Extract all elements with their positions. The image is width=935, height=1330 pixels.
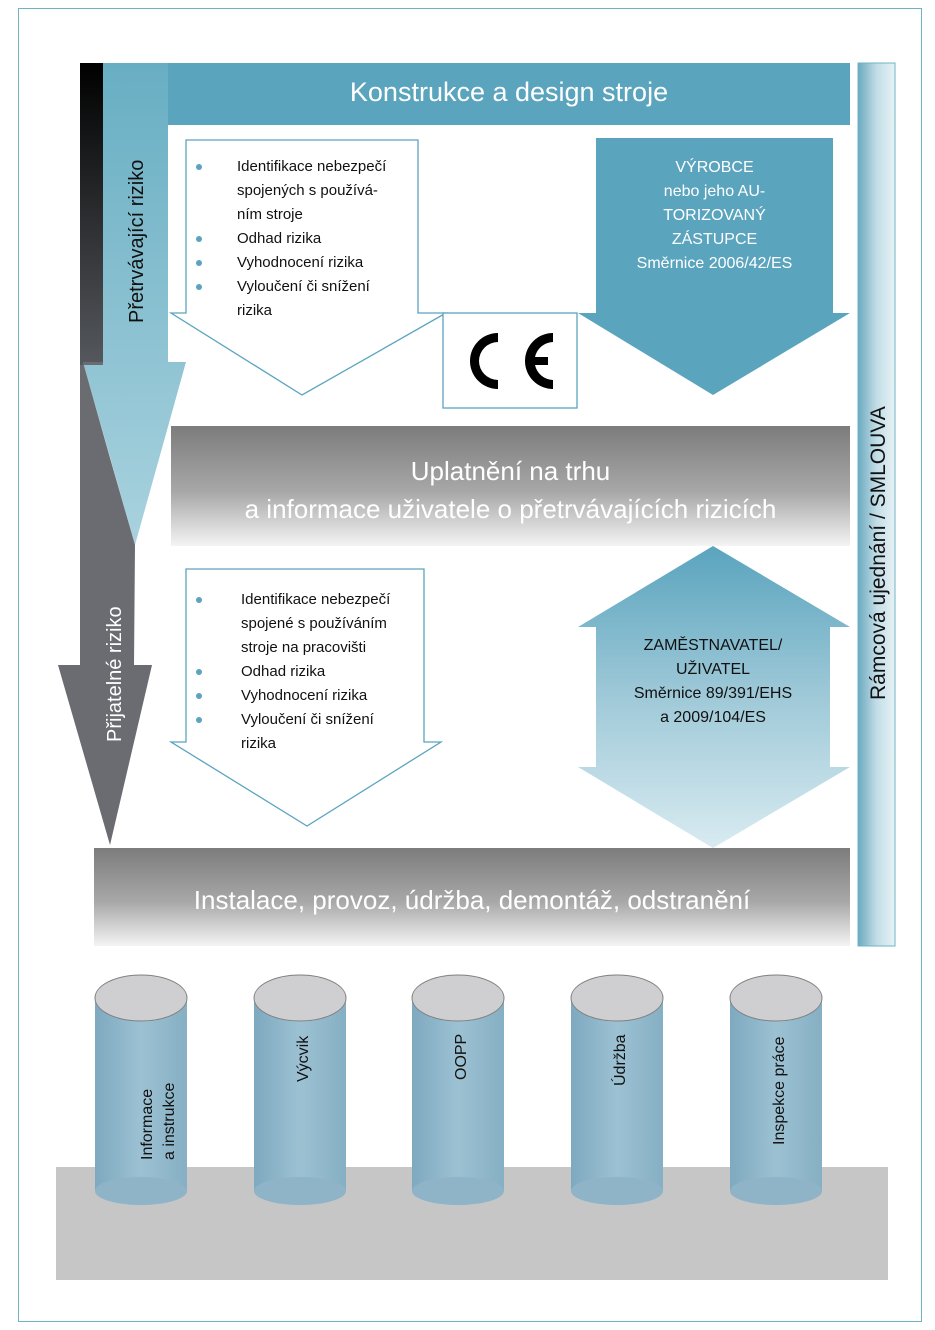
market-bar bbox=[171, 426, 850, 546]
workplace-step-1-line-2: spojené s používáním bbox=[241, 615, 387, 632]
design-step-2: Odhad rizika bbox=[196, 227, 411, 251]
market-bar-line-1: Uplatnění na trhu bbox=[410, 456, 611, 486]
employer-line-3: Směrnice 89/391/EHS bbox=[633, 685, 793, 702]
pillar-3-label: OOPP bbox=[453, 1034, 470, 1080]
manufacturer-line-5: Směrnice 2006/42/ES bbox=[636, 255, 793, 272]
pillar-1 bbox=[94, 974, 188, 1205]
bottom-bar-title: Instalace, provoz, údržba, demontáž, ods… bbox=[193, 885, 751, 915]
design-step-1-line-2: spojených s používá- bbox=[237, 182, 378, 199]
pillar-1-label-line-1: Informace bbox=[139, 1089, 156, 1160]
manufacturer-line-1: VÝROBCE bbox=[675, 159, 754, 176]
design-step-3-line-1: Vyhodnocení rizika bbox=[237, 254, 364, 271]
design-step-4-line-2: rizika bbox=[237, 302, 273, 319]
bullet-dot bbox=[196, 284, 202, 290]
design-step-4-line-1: Vyloučení či snížení bbox=[237, 278, 370, 295]
design-step-3: Vyhodnocení rizika bbox=[196, 251, 411, 275]
residual-risk-bar bbox=[80, 63, 103, 365]
manufacturer-line-2: nebo jeho AU- bbox=[663, 183, 766, 200]
market-bar-text: Uplatnění na trhu a informace uživatele … bbox=[171, 452, 850, 528]
employer-text: ZAMĚSTNAVATEL/ UŽIVATEL Směrnice 89/391/… bbox=[596, 634, 830, 730]
bottom-bar bbox=[94, 848, 850, 946]
pillar-2-label: Výcvik bbox=[295, 1035, 312, 1082]
bullet-dot bbox=[196, 236, 202, 242]
side-bar bbox=[857, 62, 896, 947]
manufacturer-arrow bbox=[578, 138, 850, 395]
bullet-dot bbox=[196, 693, 202, 699]
design-steps-arrow bbox=[168, 139, 449, 396]
page-frame bbox=[18, 8, 922, 1322]
workplace-step-4-line-1: Vyloučení či snížení bbox=[241, 711, 374, 728]
bullet-dot bbox=[196, 597, 202, 603]
pillar-3 bbox=[411, 974, 505, 1205]
pillar-4-label: Údržba bbox=[610, 1034, 629, 1086]
pillar-5 bbox=[729, 974, 823, 1205]
workplace-step-2-line-1: Odhad rizika bbox=[241, 663, 326, 680]
bullet-dot bbox=[196, 717, 202, 723]
bullet-dot bbox=[196, 669, 202, 675]
workplace-steps-list: Identifikace nebezpečí spojené s používá… bbox=[196, 588, 421, 756]
workplace-step-1: Identifikace nebezpečí spojené s používá… bbox=[196, 588, 421, 660]
manufacturer-text: VÝROBCE nebo jeho AU- TORIZOVANÝ ZÁSTUPC… bbox=[596, 156, 833, 276]
manufacturer-line-3: TORIZOVANÝ bbox=[663, 207, 766, 224]
header-title: Konstrukce a design stroje bbox=[349, 77, 669, 107]
ce-c-letter bbox=[470, 333, 498, 389]
workplace-step-1-line-3: stroje na pracovišti bbox=[241, 639, 367, 656]
header-bar bbox=[168, 63, 850, 125]
workplace-steps-arrow bbox=[168, 568, 444, 827]
manufacturer-line-4: ZÁSTUPCE bbox=[671, 231, 758, 248]
workplace-step-3: Vyhodnocení rizika bbox=[196, 684, 421, 708]
employer-line-4: a 2009/104/ES bbox=[660, 709, 766, 726]
design-steps-list: Identifikace nebezpečí spojených s použí… bbox=[196, 155, 411, 323]
workplace-step-3-line-1: Vyhodnocení rizika bbox=[241, 687, 368, 704]
design-step-1-line-3: ním stroje bbox=[237, 206, 303, 223]
pillar-1-label-line-2: a instrukce bbox=[161, 1083, 178, 1160]
residual-risk-label: Přetrvávající riziko bbox=[126, 160, 148, 323]
pillar-5-label: Inspekce práce bbox=[771, 1036, 788, 1145]
pillar-2 bbox=[253, 974, 347, 1205]
bullet-dot bbox=[196, 164, 202, 170]
design-step-4: Vyloučení či snížení rizika bbox=[196, 275, 411, 323]
employer-line-2: UŽIVATEL bbox=[675, 661, 751, 678]
ce-e-letter bbox=[525, 333, 553, 389]
acceptable-risk-label: Přijatelné riziko bbox=[104, 606, 126, 742]
employer-line-1: ZAMĚSTNAVATEL/ bbox=[643, 637, 783, 654]
pillar-4 bbox=[570, 974, 664, 1205]
workplace-step-4: Vyloučení či snížení rizika bbox=[196, 708, 421, 756]
workplace-step-4-line-2: rizika bbox=[241, 735, 277, 752]
design-step-1: Identifikace nebezpečí spojených s použí… bbox=[196, 155, 411, 227]
workplace-step-2: Odhad rizika bbox=[196, 660, 421, 684]
bullet-dot bbox=[196, 260, 202, 266]
residual-risk-arrow bbox=[83, 63, 186, 545]
employer-double-arrow bbox=[578, 546, 850, 848]
ce-mark-box bbox=[442, 312, 578, 409]
design-step-1-line-1: Identifikace nebezpečí bbox=[237, 158, 387, 175]
market-bar-line-2: a informace uživatele o přetrvávajících … bbox=[244, 494, 777, 524]
design-step-2-line-1: Odhad rizika bbox=[237, 230, 322, 247]
side-bar-label: Rámcová ujednání / SMLOUVA bbox=[867, 406, 890, 700]
acceptable-risk-arrow bbox=[58, 362, 152, 845]
workplace-step-1-line-1: Identifikace nebezpečí bbox=[241, 591, 391, 608]
